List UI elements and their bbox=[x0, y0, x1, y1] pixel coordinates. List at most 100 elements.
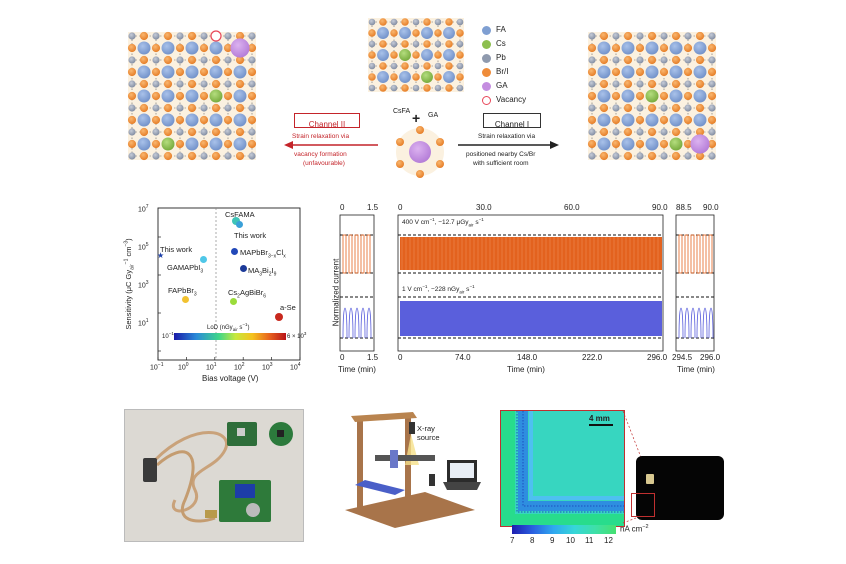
halide-atom bbox=[401, 62, 409, 70]
halide-atom bbox=[163, 103, 173, 113]
halide-atom bbox=[139, 31, 149, 41]
pb-atom bbox=[708, 104, 716, 112]
ga-cation bbox=[409, 141, 431, 163]
legend-label: GA bbox=[496, 81, 508, 90]
channel-1-text-2: positioned nearby Cs/Br bbox=[466, 151, 536, 158]
fa-cation bbox=[645, 113, 659, 127]
pb-atom bbox=[200, 128, 208, 136]
pb-atom bbox=[128, 56, 136, 64]
cs-cation bbox=[645, 89, 659, 103]
halide-atom bbox=[587, 67, 597, 77]
halide-atom bbox=[611, 91, 621, 101]
colorbar-unit: nA cm−2 bbox=[620, 524, 649, 534]
halide-atom bbox=[223, 43, 233, 53]
halide-atom bbox=[456, 29, 464, 37]
high-dose-pulse bbox=[366, 234, 371, 274]
halide-atom bbox=[151, 139, 161, 149]
halide-atom bbox=[671, 55, 681, 65]
halide-atom bbox=[139, 127, 149, 137]
halide-atom bbox=[611, 43, 621, 53]
pb-atom bbox=[456, 62, 464, 70]
halide-atom bbox=[199, 43, 209, 53]
halide-atom bbox=[416, 126, 424, 134]
y-tick: 105 bbox=[138, 242, 149, 252]
bottom-tick: 222.0 bbox=[582, 353, 603, 362]
ga-label: GA bbox=[428, 112, 439, 119]
halide-atom bbox=[187, 31, 197, 41]
pb-atom bbox=[660, 128, 668, 136]
bottom-condition-annotation: 1 V cm−1, −228 nGyair s−1 bbox=[402, 284, 475, 295]
pb-atom bbox=[660, 152, 668, 160]
fa-cation bbox=[185, 89, 199, 103]
fa-cation bbox=[161, 113, 175, 127]
halide-atom bbox=[611, 115, 621, 125]
pb-atom bbox=[660, 56, 668, 64]
pb-atom bbox=[612, 80, 620, 88]
halide-atom bbox=[211, 103, 221, 113]
low-dose-pulse bbox=[702, 307, 708, 339]
top-tick: 90.0 bbox=[652, 203, 668, 212]
pb-atom bbox=[612, 128, 620, 136]
halide-atom bbox=[379, 40, 387, 48]
halide-atom bbox=[390, 29, 398, 37]
point-ma3bi2i9 bbox=[240, 265, 247, 272]
fa-cation bbox=[597, 41, 611, 55]
pb-atom bbox=[224, 128, 232, 136]
pb-atom bbox=[176, 152, 184, 160]
pb-atom bbox=[434, 62, 442, 70]
halide-atom bbox=[445, 18, 453, 26]
halide-atom bbox=[127, 43, 137, 53]
halide-atom bbox=[695, 79, 705, 89]
pb-atom bbox=[128, 128, 136, 136]
fa-cation bbox=[161, 89, 175, 103]
pb-atom bbox=[152, 152, 160, 160]
cs-cation bbox=[421, 71, 433, 83]
low-dose-pulse bbox=[690, 307, 696, 339]
point-gamapbi3-label: GAMAPbI3 bbox=[167, 263, 204, 275]
pb-atom bbox=[176, 128, 184, 136]
halide-atom bbox=[695, 103, 705, 113]
channel-2-label: Channel II bbox=[308, 120, 346, 129]
pb-atom bbox=[588, 128, 596, 136]
smart-card-image bbox=[636, 456, 724, 520]
halide-atom bbox=[163, 79, 173, 89]
point-a-se bbox=[275, 313, 283, 321]
channel-2-text-1: Strain relaxation via bbox=[292, 133, 350, 140]
fa-cation bbox=[233, 65, 247, 79]
fa-cation bbox=[137, 137, 151, 151]
halide-atom bbox=[139, 79, 149, 89]
y-tick: 107 bbox=[138, 204, 149, 214]
point-this-work-right bbox=[236, 221, 243, 228]
halide-atom bbox=[659, 139, 669, 149]
top-tick: 1.5 bbox=[367, 203, 379, 212]
pb-atom bbox=[708, 56, 716, 64]
halide-atom bbox=[151, 43, 161, 53]
current-map-colorbar bbox=[512, 525, 616, 534]
low-dose-pulse bbox=[354, 307, 360, 339]
halide-atom bbox=[623, 55, 633, 65]
halide-atom bbox=[671, 31, 681, 41]
fa-cation bbox=[621, 137, 635, 151]
pb-atom bbox=[636, 56, 644, 64]
pb-atom bbox=[636, 128, 644, 136]
legend-label: Pb bbox=[496, 53, 506, 62]
pb-atom bbox=[368, 62, 376, 70]
cs-cation bbox=[399, 49, 411, 61]
fa-swatch-icon bbox=[482, 26, 491, 35]
pb-atom bbox=[456, 40, 464, 48]
pb-atom bbox=[368, 40, 376, 48]
pb-atom bbox=[612, 104, 620, 112]
point-cs2agbibr6 bbox=[230, 298, 237, 305]
device-photo-drawing bbox=[125, 410, 303, 541]
fa-cation bbox=[669, 41, 683, 55]
halide-atom bbox=[659, 43, 669, 53]
pb-atom bbox=[248, 152, 256, 160]
low-dose-pulse bbox=[678, 307, 684, 339]
halide-atom bbox=[412, 29, 420, 37]
halide-atom bbox=[599, 127, 609, 137]
low-dose-pulse bbox=[342, 307, 348, 339]
channel-1-label: Channel I bbox=[494, 120, 530, 129]
channel-2-box: Channel II bbox=[294, 113, 360, 129]
fa-cation bbox=[421, 49, 433, 61]
halide-atom bbox=[127, 139, 137, 149]
